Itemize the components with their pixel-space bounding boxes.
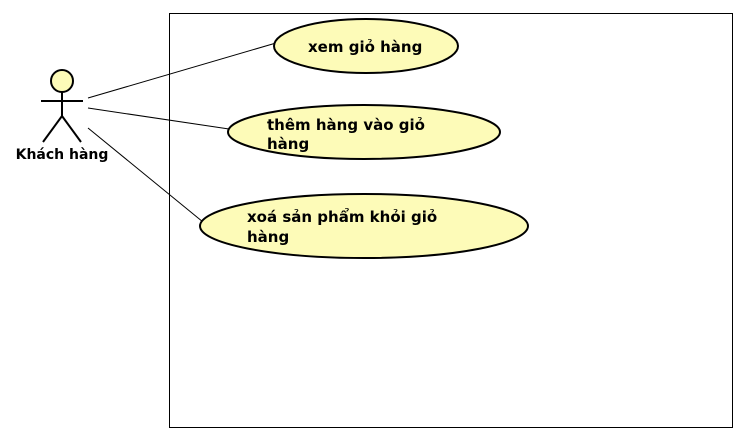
actor-head [50,69,74,93]
use-case-label-line-1: thêm hàng vào giỏ [267,116,425,134]
actor-label: Khách hàng [16,147,109,163]
use-case-label-line-1: xoá sản phẩm khỏi giỏ [247,207,437,226]
association-add-to-cart [87,107,230,130]
use-case-label-line-2: hàng [247,228,289,246]
actor-left-leg [42,115,63,143]
use-case-ellipse [273,18,459,74]
actor-right-leg [61,115,82,143]
use-case-view-cart[interactable]: xem giỏ hàng [273,18,459,74]
use-case-label-line-2: hàng [267,135,309,153]
actor-customer[interactable]: Khách hàng [16,69,109,163]
use-case-ellipse [199,193,529,259]
system-boundary [169,13,733,428]
use-case-label: xem giỏ hàng [308,38,422,56]
use-case-add-to-cart[interactable]: thêm hàng vào giỏ hàng [227,104,501,160]
use-case-ellipse [227,104,501,160]
association-remove-from-cart [87,127,204,223]
association-view-cart [87,42,277,99]
use-case-remove-from-cart[interactable]: xoá sản phẩm khỏi giỏ hàng [199,193,529,259]
